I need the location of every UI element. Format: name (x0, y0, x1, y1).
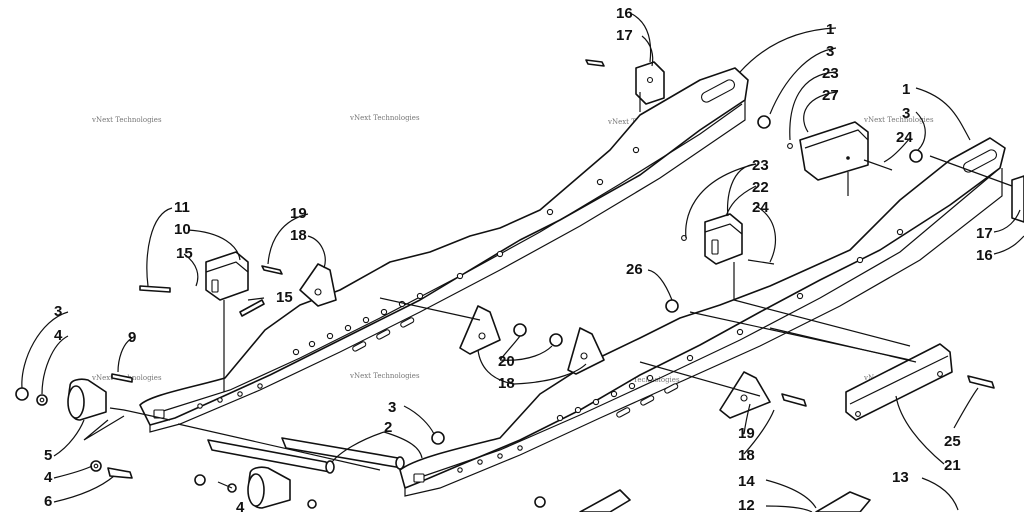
bracket-17-top (635, 61, 665, 105)
callout-12: 12 (738, 497, 755, 512)
callout-18: 18 (738, 447, 755, 464)
callout-19: 19 (738, 425, 755, 442)
callout-2: 2 (384, 419, 392, 436)
callout-23: 23 (752, 157, 769, 174)
watermark: vNext Technologies (349, 372, 420, 380)
end-cap-left (67, 378, 107, 421)
left-slide-rail (139, 67, 749, 433)
callout-9: 9 (128, 329, 136, 346)
end-cap-lower (247, 466, 291, 509)
callout-3: 3 (388, 399, 396, 416)
callout-20: 20 (498, 353, 515, 370)
callout-19: 19 (290, 205, 307, 222)
callout-numbers: 16 17 1 3 23 27 1 3 24 23 22 24 17 16 26… (44, 5, 993, 512)
assembly-lines (83, 92, 1013, 471)
watermark: vNext Technologies (91, 116, 162, 124)
callout-3: 3 (902, 105, 910, 122)
cross-shafts (207, 437, 405, 474)
hardware (15, 59, 995, 509)
callout-27: 27 (822, 87, 839, 104)
callout-3: 3 (826, 43, 834, 60)
leader-lines (21, 13, 1024, 512)
watermark: vNext Technologies (349, 114, 420, 122)
callout-21: 21 (944, 457, 961, 474)
watermark: vNext Technologies (609, 376, 680, 384)
callout-11: 11 (174, 199, 190, 216)
callout-14: 14 (738, 473, 755, 490)
callout-24: 24 (752, 199, 769, 216)
partial-parts-bottom (579, 489, 871, 512)
callout-23: 23 (822, 65, 839, 82)
right-slide-rail (399, 137, 1006, 497)
bracket-17-right (1011, 175, 1024, 223)
callout-4: 4 (236, 499, 245, 512)
callout-17: 17 (616, 27, 633, 44)
callout-1: 1 (826, 21, 834, 38)
bracket-10 (205, 251, 249, 301)
callout-15: 15 (176, 245, 193, 262)
callout-15: 15 (276, 289, 293, 306)
callout-16: 16 (616, 5, 633, 22)
callout-1: 1 (902, 81, 910, 98)
callout-24: 24 (896, 129, 913, 146)
bracket-18-mid-b (567, 327, 605, 375)
callout-26: 26 (626, 261, 643, 278)
stop-block-22 (704, 213, 743, 265)
callout-5: 5 (44, 447, 52, 464)
callout-13: 13 (892, 469, 909, 486)
callout-25: 25 (944, 433, 961, 450)
bracket-18-lower (719, 371, 771, 419)
callout-6: 6 (44, 493, 52, 510)
bracket-18-upper (299, 263, 337, 307)
callout-3: 3 (54, 303, 62, 320)
callout-18: 18 (290, 227, 307, 244)
callout-16: 16 (976, 247, 993, 264)
bracket-18-mid-a (459, 305, 501, 355)
callout-18: 18 (498, 375, 515, 392)
callout-17: 17 (976, 225, 993, 242)
stop-block-27 (799, 121, 869, 181)
watermark: vNext Technologies (863, 116, 934, 124)
callout-22: 22 (752, 179, 769, 196)
callout-4: 4 (54, 327, 63, 344)
wear-strip (845, 343, 953, 421)
callout-10: 10 (174, 221, 191, 238)
callout-4: 4 (44, 469, 53, 486)
